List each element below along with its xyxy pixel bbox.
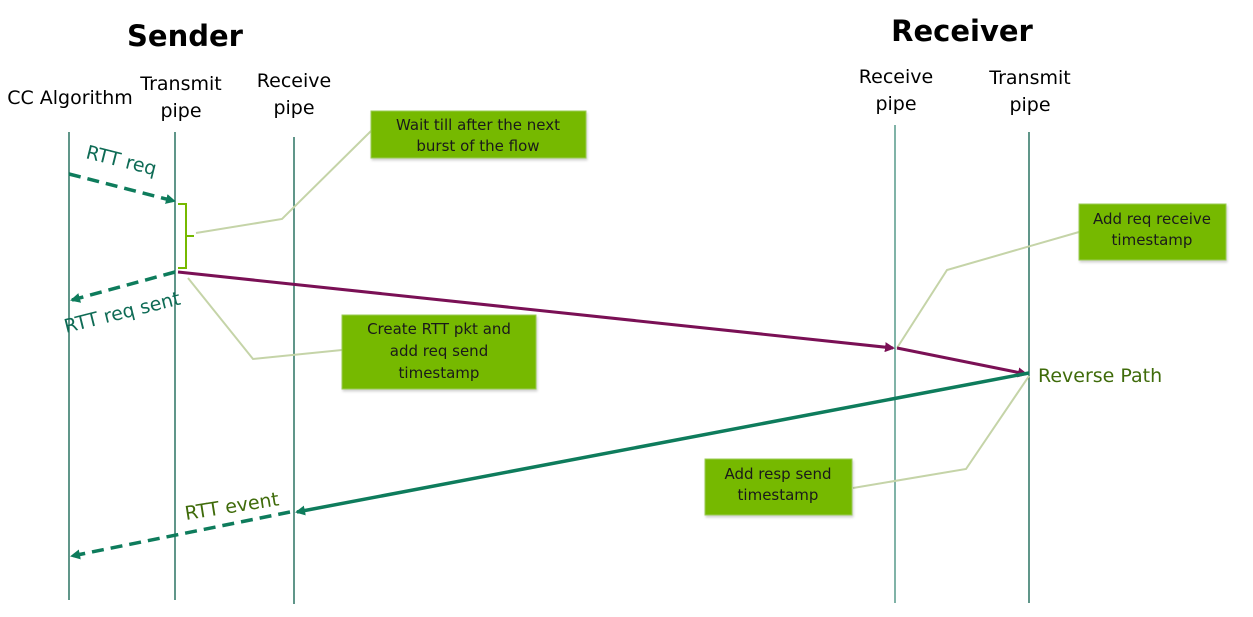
lane-label-sender-receive-2: pipe [273,97,314,119]
arrow-rtt-event [70,510,291,560]
note-create: Create RTT pkt and add req send timestam… [341,314,537,390]
note-create-line-3: timestamp [399,364,480,382]
note-create-line-2: add req send [390,342,488,360]
note-resp-send: Add resp send timestamp [704,458,853,516]
connector-resp-send [852,375,1030,489]
note-resp-send-line-1: Add resp send [724,465,831,483]
sender-title: Sender [127,19,244,53]
lane-label-receiver-transmit: Transmit [988,67,1070,89]
callout-connectors [187,130,1080,489]
note-wait-box [370,110,587,159]
connector-create [187,277,343,361]
lifelines [68,125,1030,604]
note-create-line-1: Create RTT pkt and [367,320,511,338]
lane-label-sender-transmit: Transmit [139,73,221,95]
note-create-box [341,314,537,390]
lane-label-sender-transmit-2: pipe [160,100,201,122]
note-wait: Wait till after the next burst of the fl… [370,110,587,159]
label-rtt-req-sent: RTT req sent [62,288,183,338]
arrow-request-to-receiver-tx [896,346,1028,378]
note-wait-line-1: Wait till after the next [396,116,560,134]
lane-label-receiver-receive: Receive [859,66,933,88]
note-resp-send-box [704,458,853,516]
note-resp-send-line-2: timestamp [738,486,819,504]
note-req-receive-line-1: Add req receive [1093,210,1211,228]
connector-wait [195,130,372,234]
receiver-title: Receiver [891,14,1033,48]
connector-req-receive [896,231,1080,349]
arrow-request-to-receiver-rx [177,270,895,353]
lane-label-receiver-receive-2: pipe [875,93,916,115]
label-reverse-path: Reverse Path [1038,365,1162,387]
lane-label-cc-algorithm: CC Algorithm [7,87,133,109]
note-req-receive-line-2: timestamp [1112,231,1193,249]
label-rtt-event: RTT event [183,488,280,525]
arrow-response-path [295,371,1030,516]
note-wait-line-2: burst of the flow [416,137,539,155]
note-req-receive-box [1078,203,1227,261]
label-rtt-req: RTT req [84,142,159,181]
lane-label-receiver-transmit-2: pipe [1009,94,1050,116]
lane-label-sender-receive: Receive [257,70,331,92]
note-req-receive: Add req receive timestamp [1078,203,1227,261]
wait-bracket [178,203,194,269]
arrow-rtt-req [68,172,176,204]
